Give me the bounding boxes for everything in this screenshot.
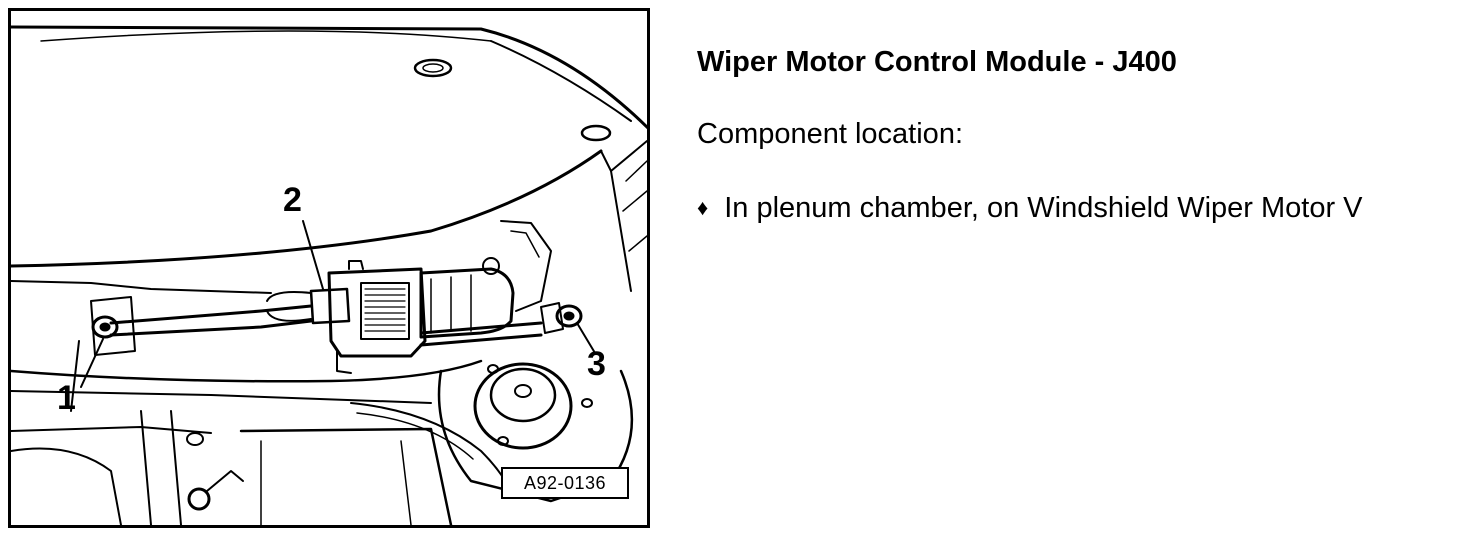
section-label: Component location: (697, 118, 963, 150)
page-title: Wiper Motor Control Module - J400 (697, 46, 1177, 78)
engine-bay-drawing (11, 25, 647, 525)
callout-2-label: 2 (283, 181, 302, 219)
figure-id-tag: A92-0136 (501, 467, 629, 499)
component-location-illustration: 1 2 3 A92-0136 (8, 8, 650, 528)
callout-1-label: 1 (57, 379, 76, 417)
diamond-bullet-icon: ♦ (697, 195, 709, 220)
callout-3-label: 3 (587, 345, 606, 383)
text-panel: Wiper Motor Control Module - J400 Compon… (697, 44, 1457, 226)
location-list-item: ♦ In plenum chamber, on Windshield Wiper… (697, 190, 1457, 226)
location-text: In plenum chamber, on Windshield Wiper M… (724, 192, 1363, 224)
